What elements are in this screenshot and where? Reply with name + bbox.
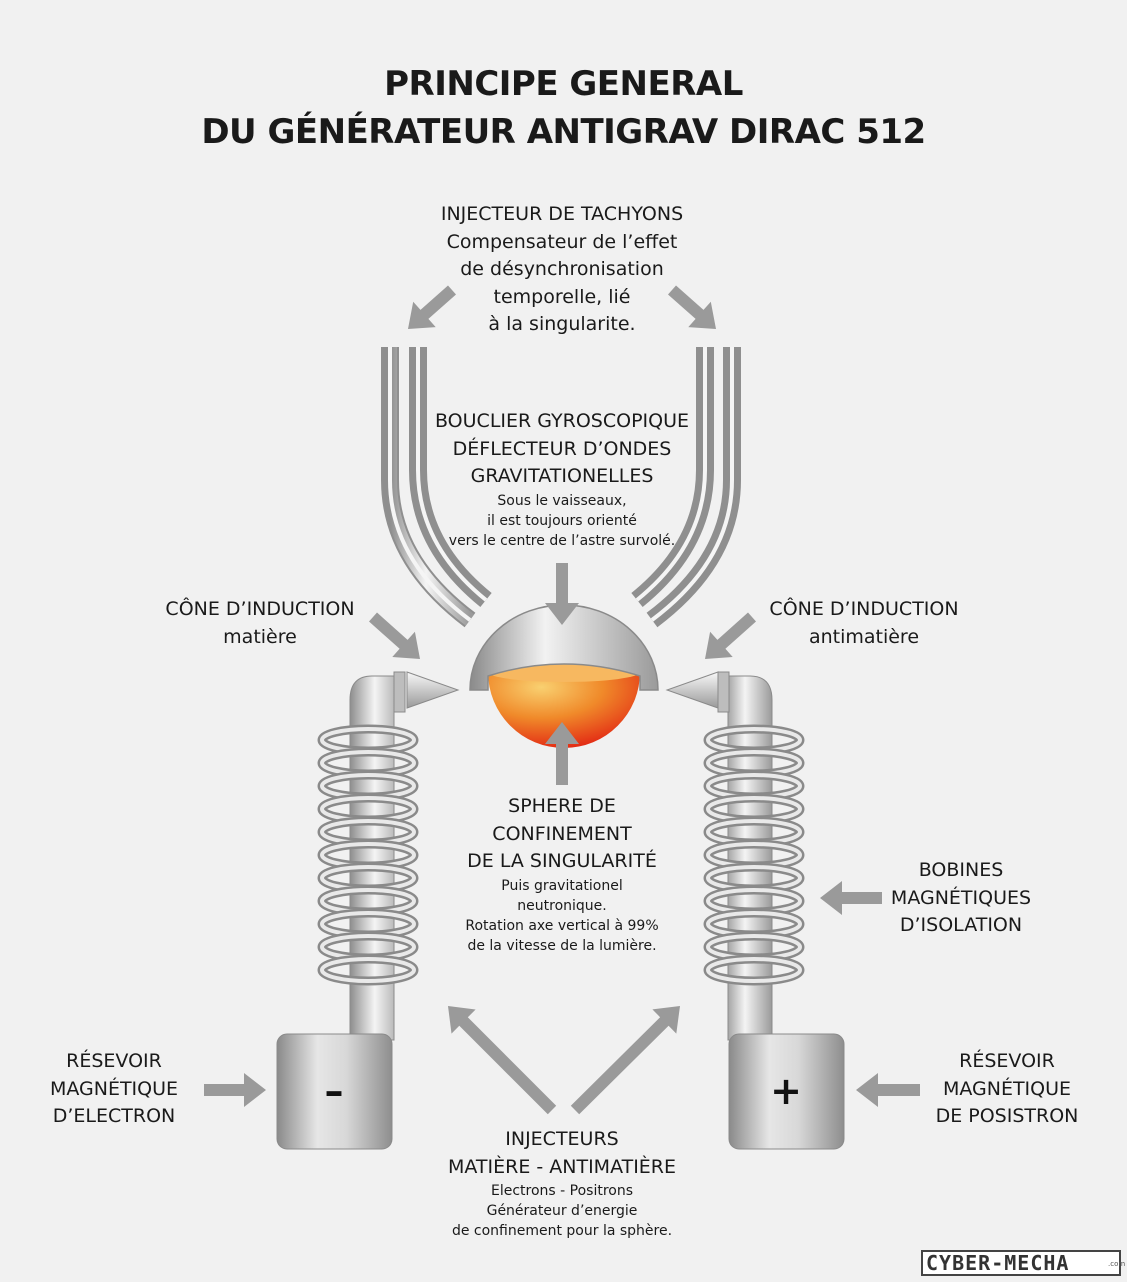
arrow-cone-antimatter bbox=[705, 612, 756, 659]
label-gyroscopic-shield: BOUCLIER GYROSCOPIQUE DÉFLECTEUR D’ONDES… bbox=[434, 410, 689, 549]
gyroscopic-dome bbox=[469, 604, 659, 691]
arrow-reservoir-positron bbox=[856, 1073, 920, 1107]
label-electron-reservoir: RÉSEVOIR MAGNÉTIQUE D’ELECTRON bbox=[49, 1050, 179, 1127]
arrow-coils bbox=[820, 881, 882, 915]
label-cone-antimatter: CÔNE D’INDUCTION antimatière bbox=[769, 598, 959, 648]
arrows bbox=[204, 285, 920, 1115]
label-cone-matter: CÔNE D’INDUCTION matière bbox=[165, 598, 355, 648]
induction-cone-antimatter bbox=[665, 671, 719, 709]
arrow-reservoir-electron bbox=[204, 1073, 266, 1107]
arrow-tachyon-left bbox=[408, 285, 456, 329]
brand-suffix: .com bbox=[1108, 1260, 1126, 1268]
arrow-injector-left bbox=[448, 1006, 557, 1115]
label-confinement-sphere: SPHERE DE CONFINEMENT DE LA SINGULARITÉ … bbox=[465, 795, 659, 954]
coils-right bbox=[703, 724, 805, 986]
reservoir-electron: – bbox=[276, 1033, 393, 1150]
minus-sign: – bbox=[325, 1069, 344, 1113]
arrow-injector-right bbox=[570, 1006, 680, 1115]
arrow-tachyon-right bbox=[668, 285, 716, 329]
coils-left bbox=[317, 724, 419, 986]
label-positron-reservoir: RÉSEVOIR MAGNÉTIQUE DE POSISTRON bbox=[935, 1050, 1079, 1127]
coil-right-ring-highlight bbox=[706, 957, 802, 983]
induction-cone-matter bbox=[406, 671, 460, 709]
coil-left-ring-highlight bbox=[320, 957, 416, 983]
arrow-sphere-up bbox=[545, 722, 579, 785]
reservoir-positron: + bbox=[728, 1033, 845, 1150]
left-column bbox=[349, 671, 406, 1041]
arrow-shield-down bbox=[545, 563, 579, 625]
label-magnetic-coils: BOBINES MAGNÉTIQUES D’ISOLATION bbox=[890, 859, 1032, 936]
label-tachyon-injector: INJECTEUR DE TACHYONS Compensateur de l’… bbox=[440, 203, 684, 335]
title-line-1: PRINCIPE GENERAL bbox=[384, 64, 743, 104]
brand-logo: CYBER-MECHA bbox=[921, 1250, 1121, 1276]
tachyon-tube-left bbox=[381, 347, 492, 628]
label-matter-antimatter-injectors: INJECTEURS MATIÈRE - ANTIMATIÈRE Electro… bbox=[447, 1128, 677, 1239]
plus-sign: + bbox=[770, 1069, 802, 1113]
arrow-cone-matter bbox=[369, 612, 420, 659]
title-line-2: DU GÉNÉRATEUR ANTIGRAV DIRAC 512 bbox=[201, 112, 926, 152]
tachyon-tube-right bbox=[631, 347, 741, 628]
